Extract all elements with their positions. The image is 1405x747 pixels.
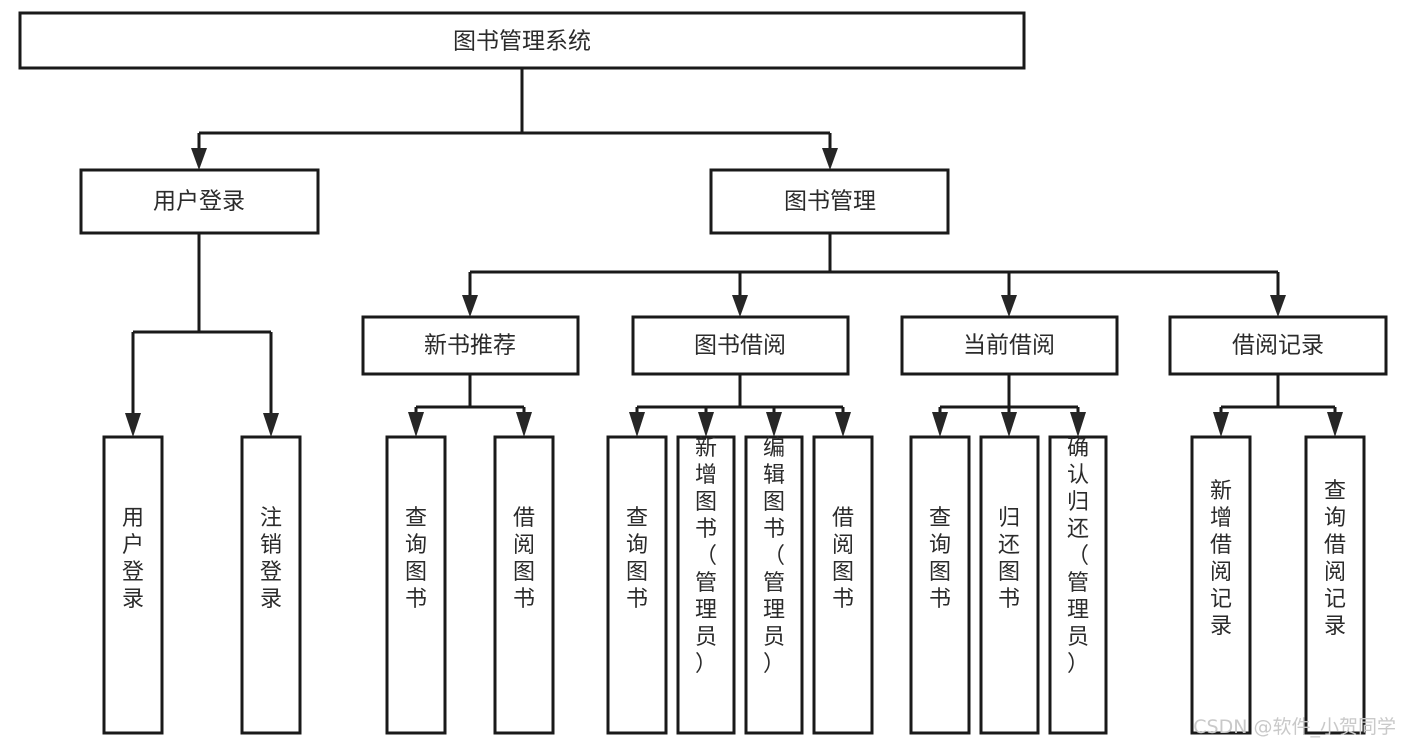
arrow-head-icon [629, 412, 645, 437]
arrow-head-icon [698, 412, 714, 437]
leaf-current-confirm-return-admin[interactable]: 确认归还（管理员） [1048, 435, 1108, 735]
node-current-borrow-label: 当前借阅 [963, 333, 1055, 359]
leaf-newbook-query-books[interactable]: 查询图书 [385, 435, 447, 735]
connector-current-to-leaves [932, 374, 1086, 437]
node-borrow-record-label: 借阅记录 [1232, 333, 1324, 359]
leaf-borrow-edit-book-admin[interactable]: 编辑图书（管理员） [744, 435, 804, 735]
arrow-head-icon [1213, 412, 1229, 437]
leaf-logout-label: 注销登录 [260, 506, 282, 612]
node-root-label: 图书管理系统 [453, 29, 591, 55]
node-book-management[interactable]: 图书管理 [709, 168, 950, 235]
leaf-newbook-query-books-label: 查询图书 [405, 506, 427, 612]
leaf-current-return-books-label: 归还图书 [998, 506, 1020, 612]
node-borrow-record[interactable]: 借阅记录 [1168, 315, 1388, 376]
node-current-borrow[interactable]: 当前借阅 [900, 315, 1119, 376]
node-book-borrow-label: 图书借阅 [694, 333, 786, 359]
connector-borrow-to-leaves [629, 374, 851, 437]
arrow-head-icon [125, 413, 141, 437]
arrow-head-icon [1001, 295, 1017, 317]
arrow-head-icon [822, 148, 838, 170]
node-root-library-system[interactable]: 图书管理系统 [18, 11, 1026, 70]
leaf-record-query-record-label: 查询借阅记录 [1324, 479, 1346, 639]
leaf-current-return-books[interactable]: 归还图书 [979, 435, 1040, 735]
leaf-newbook-borrow-books[interactable]: 借阅图书 [493, 435, 555, 735]
arrow-head-icon [516, 412, 532, 437]
leaf-borrow-edit-book-admin-label: 编辑图书（管理员） [763, 436, 785, 677]
node-new-book-recommend-label: 新书推荐 [424, 333, 516, 359]
leaf-newbook-borrow-books-label: 借阅图书 [513, 506, 535, 612]
leaf-borrow-borrow-books[interactable]: 借阅图书 [812, 435, 874, 735]
leaf-record-add-record-label: 新增借阅记录 [1210, 479, 1232, 639]
leaf-logout[interactable]: 注销登录 [240, 435, 302, 735]
leaf-borrow-borrow-books-label: 借阅图书 [832, 506, 854, 612]
watermark-label: CSDN @软件_小贺同学 [1193, 716, 1396, 738]
leaf-current-query-books[interactable]: 查询图书 [909, 435, 971, 735]
leaf-borrow-add-book-admin-label: 新增图书（管理员） [695, 436, 717, 677]
connector-root-to-level2 [191, 68, 838, 170]
node-user-login[interactable]: 用户登录 [79, 168, 320, 235]
node-new-book-recommend[interactable]: 新书推荐 [361, 315, 580, 376]
leaf-user-login-action[interactable]: 用户登录 [102, 435, 164, 735]
arrow-head-icon [1070, 412, 1086, 437]
arrow-head-icon [191, 148, 207, 170]
leaf-borrow-query-books-label: 查询图书 [626, 506, 648, 612]
arrow-head-icon [462, 295, 478, 317]
leaf-record-query-record[interactable]: 查询借阅记录 [1304, 435, 1366, 735]
arrow-head-icon [1001, 412, 1017, 437]
leaf-borrow-add-book-admin[interactable]: 新增图书（管理员） [676, 435, 736, 735]
arrow-head-icon [766, 412, 782, 437]
node-book-management-label: 图书管理 [784, 189, 876, 215]
arrow-head-icon [835, 412, 851, 437]
connector-bookmgmt-to-level3 [462, 233, 1286, 317]
leaf-current-confirm-return-admin-label: 确认归还（管理员） [1067, 436, 1089, 677]
arrow-head-icon [1270, 295, 1286, 317]
arrow-head-icon [1327, 412, 1343, 437]
leaf-current-query-books-label: 查询图书 [929, 506, 951, 612]
node-book-borrow[interactable]: 图书借阅 [631, 315, 850, 376]
connector-userlogin-to-leaves [125, 233, 279, 437]
arrow-head-icon [732, 295, 748, 317]
leaf-record-add-record[interactable]: 新增借阅记录 [1190, 435, 1252, 735]
arrow-head-icon [408, 412, 424, 437]
arrow-head-icon [932, 412, 948, 437]
connector-newbook-to-leaves [408, 374, 532, 437]
node-user-login-label: 用户登录 [153, 189, 245, 215]
leaf-user-login-action-label: 用户登录 [122, 506, 144, 612]
connector-record-to-leaves [1213, 374, 1343, 437]
arrow-head-icon [263, 413, 279, 437]
leaf-borrow-query-books[interactable]: 查询图书 [606, 435, 668, 735]
